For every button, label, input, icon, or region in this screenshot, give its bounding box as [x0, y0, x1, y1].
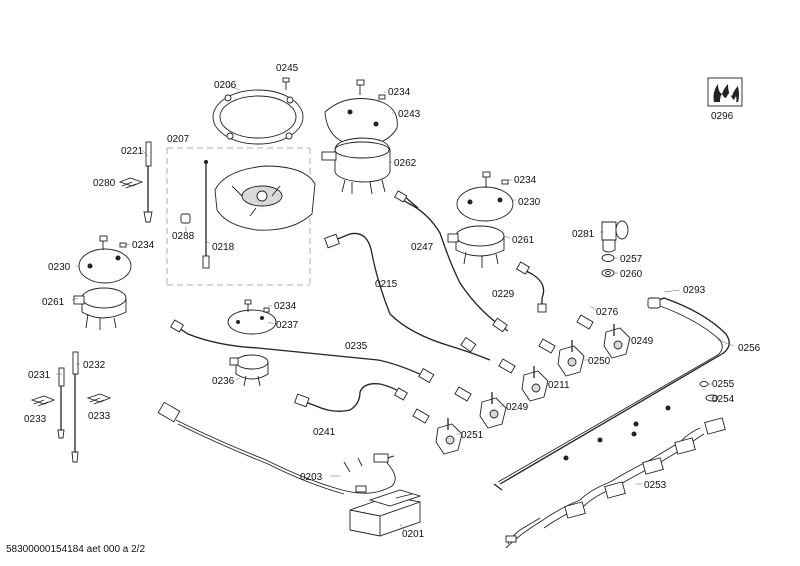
label-0280: 0280 [93, 178, 116, 189]
nozzles [412, 314, 594, 424]
label-0234: 0234 [388, 87, 411, 98]
clip-0233-left [30, 395, 56, 407]
label-0257: 0257 [620, 254, 643, 265]
document-footer-id: 58300000154184 aet 000 a 2/2 [6, 544, 146, 555]
label-0249: 0249 [506, 402, 529, 413]
label-0201: 0201 [402, 529, 425, 540]
valve-0249-upper [603, 324, 631, 359]
label-0218: 0218 [212, 242, 235, 253]
label-0211: 0211 [548, 380, 570, 391]
label-0234: 0234 [132, 240, 155, 251]
gas-pipe-0215 [324, 232, 491, 361]
leader-lines [56, 91, 735, 531]
electrode-0221 [143, 141, 153, 223]
gas-pipe-0229 [516, 261, 547, 313]
label-0276: 0276 [596, 307, 619, 318]
label-0241: 0241 [313, 427, 336, 438]
label-0206: 0206 [214, 80, 237, 91]
burner-0261-right [447, 225, 505, 268]
label-0230: 0230 [518, 197, 541, 208]
label-0231: 0231 [28, 370, 51, 381]
clip-0280 [118, 177, 144, 189]
burner-cap-0230-right [456, 171, 514, 222]
label-0262: 0262 [394, 158, 417, 169]
label-0261: 0261 [512, 235, 535, 246]
spark-module-0201 [349, 489, 422, 537]
bushing-0255 [699, 381, 709, 387]
part-number-labels: 0245 0206 0234 0243 0207 0221 0262 0280 … [24, 63, 761, 540]
burner-base-0218 [202, 160, 316, 269]
label-0234: 0234 [274, 301, 297, 312]
label-0237: 0237 [276, 320, 299, 331]
label-0215: 0215 [375, 279, 398, 290]
label-0251: 0251 [461, 430, 484, 441]
screw-0288 [180, 213, 191, 224]
wok-burner-0262 [321, 79, 398, 195]
label-0281: 0281 [572, 229, 595, 240]
label-0232: 0232 [83, 360, 106, 371]
label-0249: 0249 [631, 336, 654, 347]
label-0235: 0235 [345, 341, 368, 352]
label-0245: 0245 [276, 63, 299, 74]
label-0236: 0236 [212, 376, 235, 387]
gasket-ring-0206 [212, 85, 304, 145]
label-0207: 0207 [167, 134, 190, 145]
valve-0250 [557, 340, 585, 377]
label-0230: 0230 [48, 262, 71, 273]
washer-0260 [601, 269, 615, 277]
ignition-switch-row-0253 [505, 405, 726, 549]
label-0233: 0233 [88, 411, 111, 422]
label-0229: 0229 [492, 289, 515, 300]
burner-group-box-0207 [166, 147, 311, 286]
label-0261: 0261 [42, 297, 65, 308]
label-0296: 0296 [711, 111, 734, 122]
screw-0245 [282, 77, 290, 90]
gas-pipe-0235 [170, 319, 435, 384]
label-0255: 0255 [712, 379, 735, 390]
label-0247: 0247 [411, 242, 434, 253]
electrode-0232 [71, 351, 79, 463]
nut-0257 [601, 254, 615, 262]
valve-0249-lower [479, 392, 507, 429]
wire-harness-0203 [157, 401, 396, 495]
elbow-connector-0281 [601, 220, 629, 253]
valve-0211 [521, 366, 549, 402]
label-0233: 0233 [24, 414, 47, 425]
label-0288: 0288 [172, 231, 195, 242]
burner-cap-0237 [227, 299, 277, 335]
label-0243: 0243 [398, 109, 421, 120]
label-0256: 0256 [738, 343, 761, 354]
burner-cap-0230-left [78, 235, 132, 284]
burner-0261-left [73, 287, 127, 330]
label-0260: 0260 [620, 269, 643, 280]
electrode-0231 [57, 367, 65, 439]
clip-0233-right [86, 393, 112, 405]
label-0253: 0253 [644, 480, 667, 491]
label-0254: 0254 [712, 394, 735, 405]
gas-rail-0256 [493, 297, 730, 491]
valve-0251 [435, 418, 463, 455]
label-0250: 0250 [588, 356, 611, 367]
gas-pipe-0247 [394, 190, 509, 333]
gas-pipe-0241 [294, 383, 408, 412]
flame-symbol-icon-0296 [707, 77, 743, 107]
label-0221: 0221 [121, 146, 144, 157]
burner-0236 [229, 354, 269, 387]
label-0203: 0203 [300, 472, 323, 483]
label-0234: 0234 [514, 175, 537, 186]
label-0293: 0293 [683, 285, 706, 296]
